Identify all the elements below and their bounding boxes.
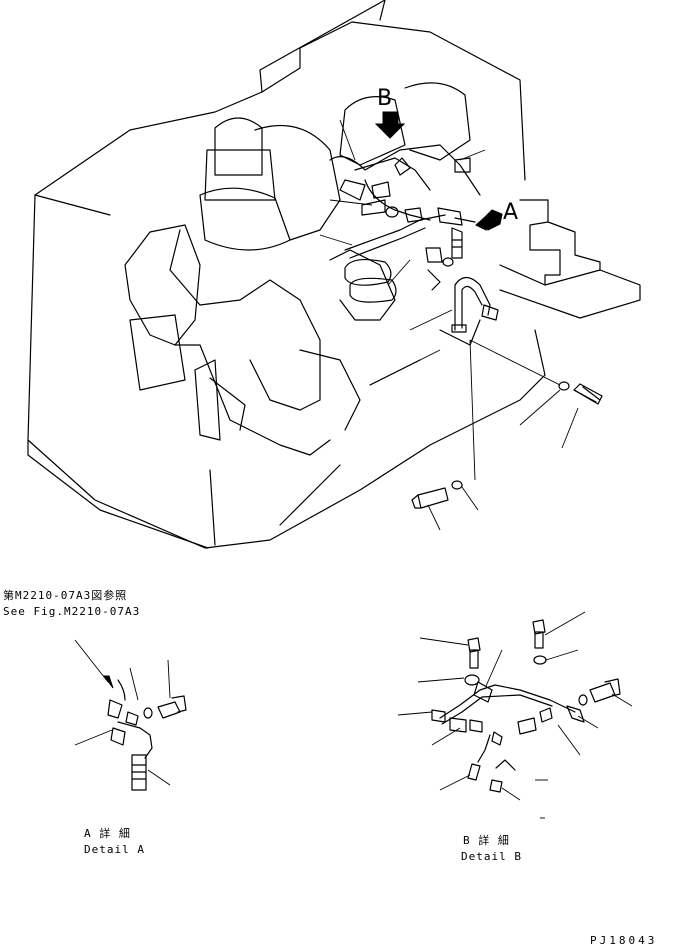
leader-lines-main (319, 119, 579, 531)
detail-a-drawing (74, 639, 187, 791)
callout-b-label: B (377, 86, 393, 111)
reference-figure-en: See Fig.M2210-07A3 (3, 605, 141, 618)
exploded-fasteners (411, 381, 603, 509)
detail-a-title-en: Detail A (84, 843, 145, 856)
reference-figure-jp: 第M2210-07A3図参照 (3, 589, 128, 602)
detail-b-title-jp: B 詳 細 (463, 834, 510, 847)
engine-assembly (27, 0, 641, 549)
detail-b-title-en: Detail B (461, 850, 522, 863)
callout-a-label: A (503, 200, 519, 225)
detail-a-title-jp: A 詳 細 (84, 827, 131, 840)
drawing-number: PJ18043 (590, 934, 658, 947)
detail-b-drawing (397, 611, 633, 819)
